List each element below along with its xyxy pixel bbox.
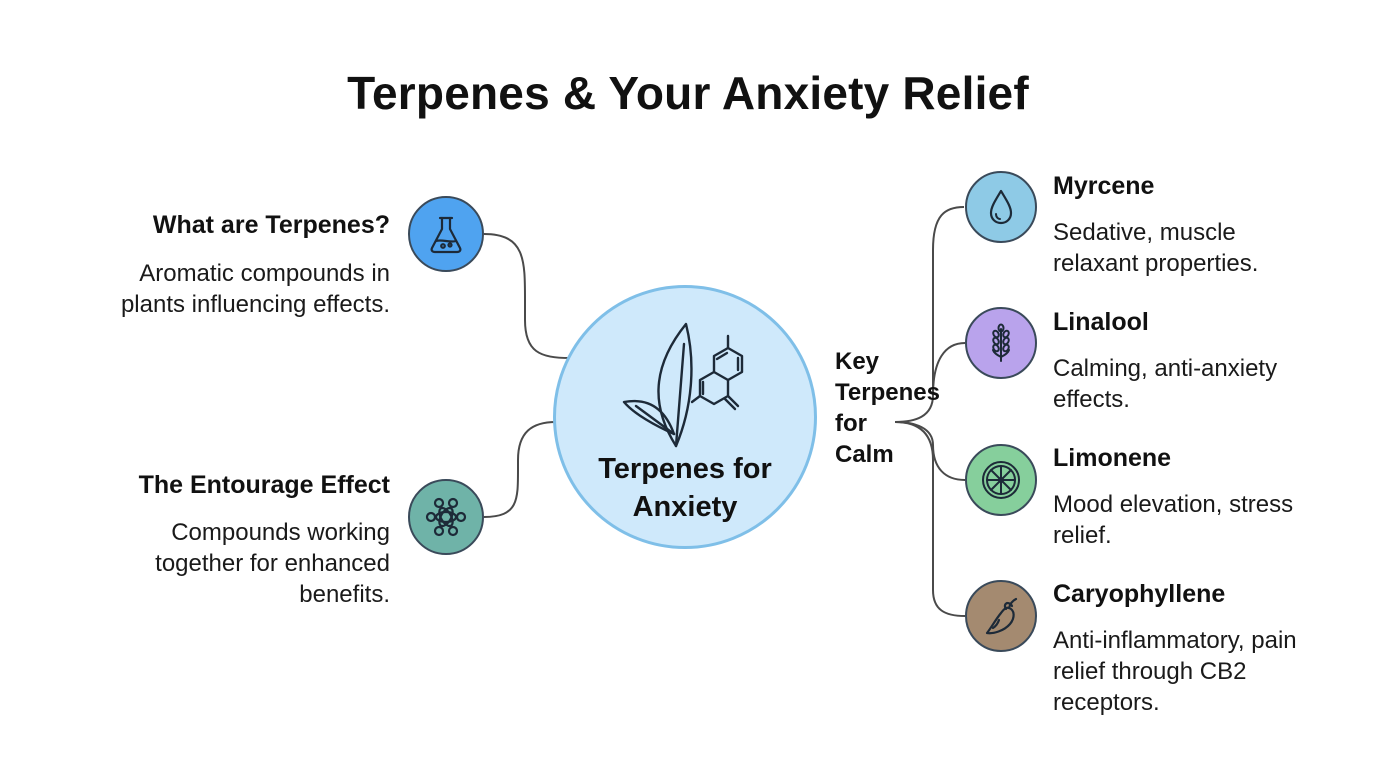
- limonene-node: [965, 444, 1037, 516]
- entourage-effect-description: Compounds working together for enhanced …: [155, 519, 390, 608]
- caryophyllene-node: [965, 580, 1037, 652]
- key-terpenes-branch-label: Key Terpenes for Calm: [835, 348, 940, 468]
- what-are-terpenes-heading: What are Terpenes?: [152, 211, 390, 239]
- pepper-icon: [985, 597, 1018, 635]
- myrcene-description: Sedative, muscle relaxant properties.: [1053, 219, 1259, 277]
- page-title: Terpenes & Your Anxiety Relief: [347, 67, 1029, 119]
- citrus-slice-icon: [982, 461, 1020, 499]
- what-are-terpenes-description: Aromatic compounds in plants influencing…: [120, 260, 390, 318]
- lavender-icon: [992, 323, 1010, 362]
- cannabis-molecule-icon: [622, 322, 744, 448]
- limonene-description: Mood elevation, stress relief.: [1053, 491, 1294, 549]
- caryophyllene-description: Anti-inflammatory, pain relief through C…: [1053, 627, 1297, 716]
- network-icon: [425, 497, 467, 537]
- droplet-icon: [989, 189, 1013, 225]
- what-are-terpenes-node: [408, 196, 484, 272]
- connector-entourage-effect: [483, 421, 557, 518]
- connector-linalool: [932, 342, 966, 396]
- connector-branch-trunk: [894, 206, 965, 423]
- linalool-description: Calming, anti-anxiety effects.: [1053, 355, 1278, 413]
- hub-label: Terpenes for Anxiety: [598, 453, 772, 523]
- central-hub: Terpenes for Anxiety: [553, 285, 817, 549]
- myrcene-heading: Myrcene: [1053, 172, 1155, 200]
- myrcene-node: [965, 171, 1037, 243]
- connector-what-are-terpenes: [483, 233, 571, 359]
- caryophyllene-heading: Caryophyllene: [1053, 580, 1226, 608]
- entourage-effect-node: [408, 479, 484, 555]
- flask-icon: [430, 216, 462, 254]
- connector-caryophyllene: [894, 421, 966, 617]
- entourage-effect-heading: The Entourage Effect: [138, 471, 390, 499]
- linalool-node: [965, 307, 1037, 379]
- limonene-heading: Limonene: [1053, 444, 1172, 472]
- linalool-heading: Linalool: [1053, 308, 1149, 336]
